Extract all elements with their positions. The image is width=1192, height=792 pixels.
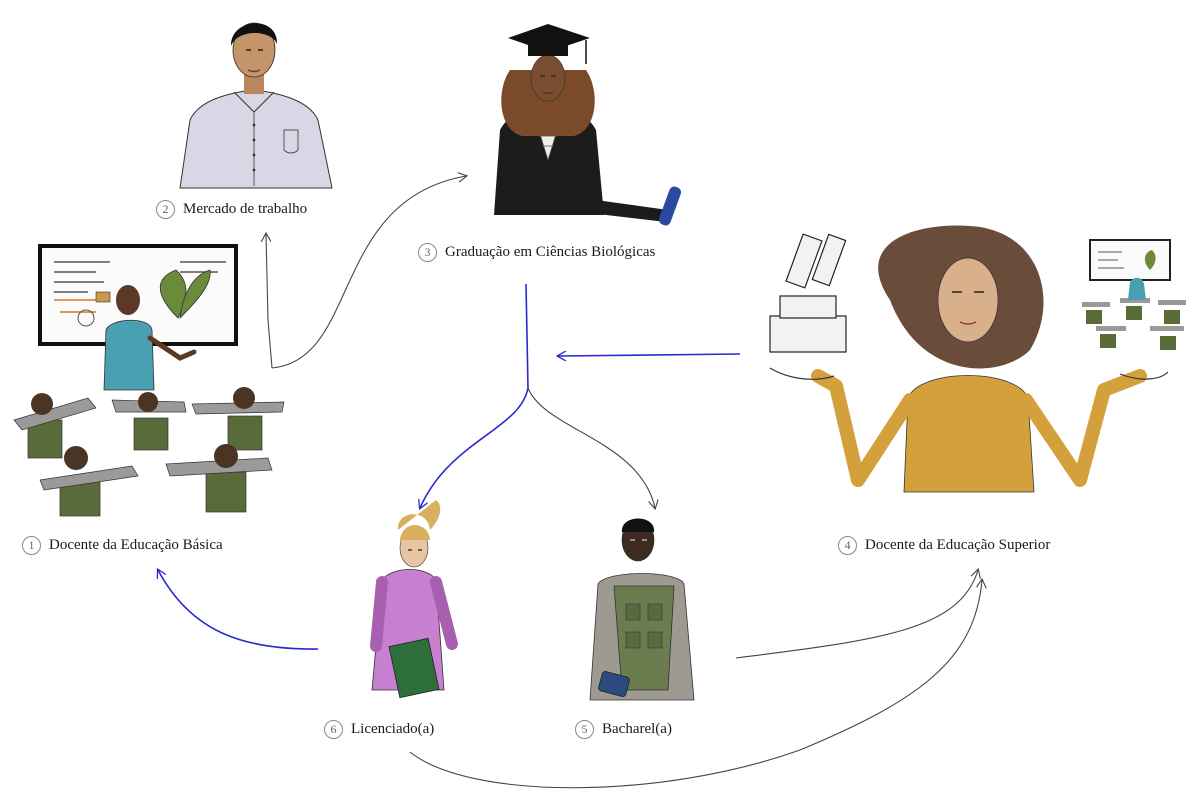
bacharel-figure (589, 518, 695, 701)
graduate-figure (494, 24, 682, 226)
arrow-licenciado-to-superior (409, 580, 982, 789)
arrow-graduacao-to-licenciado (420, 387, 529, 508)
arrow-basica-to-graduacao (271, 176, 466, 369)
node-number-3: 3 (418, 243, 437, 262)
arrow-licenciado-to-basica (158, 570, 319, 650)
node-number-4: 4 (838, 536, 857, 555)
arrow-graduacao-stem (525, 283, 529, 389)
node-label-bacharel: 5 Bacharel(a) (575, 720, 672, 739)
worker-figure (179, 22, 333, 189)
node-label-licenciado: 6 Licenciado(a) (324, 720, 434, 739)
node-text-docente-basica: Docente da Educação Básica (49, 537, 223, 553)
node-text-graduacao: Graduação em Ciências Biológicas (445, 244, 656, 260)
classroom-thumb (1082, 239, 1186, 350)
licenciada-figure (370, 500, 458, 699)
node-text-licenciado: Licenciado(a) (351, 721, 435, 737)
node-label-docente-basica: 1 Docente da Educação Básica (22, 536, 223, 555)
node-number-6: 6 (324, 720, 343, 739)
professor-figure (769, 225, 1186, 493)
arrow-graduacao-to-bacharel (527, 387, 655, 508)
arrows (158, 176, 982, 789)
node-label-graduacao: 3 Graduação em Ciências Biológicas (418, 243, 655, 262)
node-number-2: 2 (156, 200, 175, 219)
node-label-mercado: 2 Mercado de trabalho (156, 200, 307, 219)
node-number-5: 5 (575, 720, 594, 739)
arrow-superior-to-graduacao (558, 354, 741, 356)
node-label-docente-superior: 4 Docente da Educação Superior (838, 536, 1050, 555)
node-text-bacharel: Bacharel(a) (602, 721, 672, 737)
arrow-bacharel-to-superior (735, 570, 978, 659)
microscope-icon (769, 233, 847, 353)
node-text-mercado: Mercado de trabalho (183, 201, 308, 217)
classroom-figure (13, 244, 285, 517)
arrow-basica-to-mercado (266, 234, 273, 369)
node-number-1: 1 (22, 536, 41, 555)
node-text-docente-superior: Docente da Educação Superior (865, 537, 1051, 553)
